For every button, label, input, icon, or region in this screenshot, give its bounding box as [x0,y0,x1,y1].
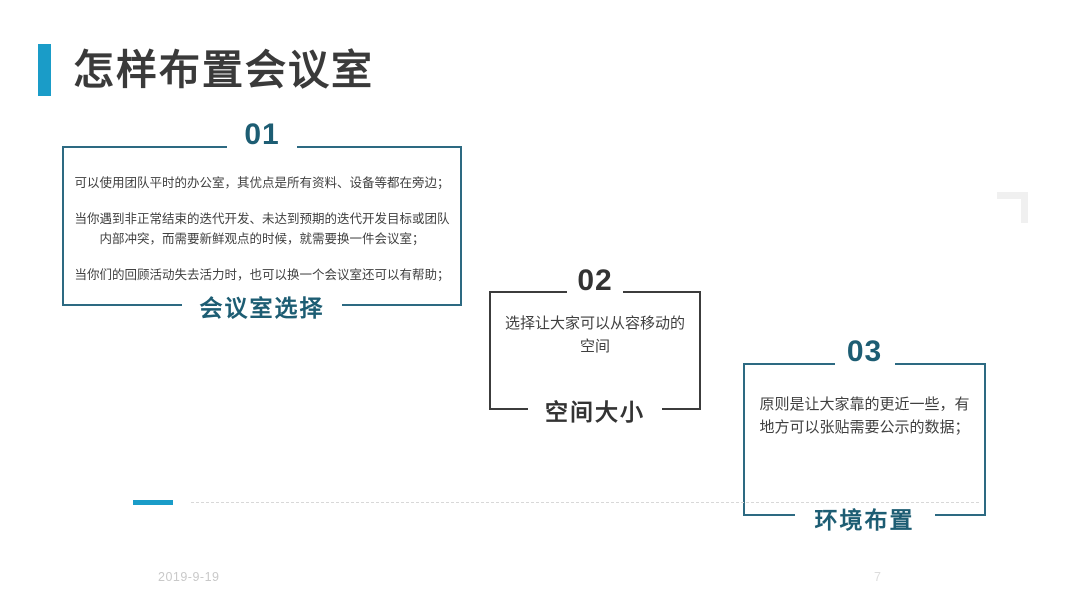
step-body-02: 选择让大家可以从容移动的空间 [501,313,689,358]
step-number-03: 03 [846,335,883,368]
step-label-notch [182,302,342,310]
step-label-notch [794,512,935,520]
step-body-line: 可以使用团队平时的办公室，其优点是所有资料、设备等都在旁边； [74,176,450,190]
baseline-connector [133,500,979,505]
step-body-01: 可以使用团队平时的办公室，其优点是所有资料、设备等都在旁边； 当你遇到非正常结束… [74,174,450,303]
step-number-02: 02 [577,264,613,297]
step-box-01[interactable]: 01 可以使用团队平时的办公室，其优点是所有资料、设备等都在旁边； 当你遇到非正… [62,120,462,320]
step-label-02: 空间大小 [545,399,645,425]
step-number-notch [567,287,623,295]
step-label-03: 环境布置 [814,507,915,533]
footer-page-number: 7 [874,570,881,584]
step-label-notch [528,406,662,414]
footer-date: 2019-9-19 [158,570,220,584]
title-accent-bar [38,44,51,96]
step-number-01: 01 [244,118,280,151]
step-box-03[interactable]: 03 原则是让大家靠的更近一些，有地方可以张贴需要公示的数据； 环境布置 [743,337,986,532]
baseline-dashed-segment [191,502,979,503]
step-body-line: 选择让大家可以从容移动的空间 [504,315,685,355]
baseline-solid-segment [133,500,173,505]
step-box-02[interactable]: 02 选择让大家可以从容移动的空间 空间大小 [489,266,701,424]
corner-decoration-icon [997,192,1028,223]
step-number-notch [227,142,297,150]
title-text: 怎样布置会议室 [73,46,374,93]
step-number-notch [834,359,895,367]
page-title: 怎样布置会议室 [38,44,374,96]
step-label-01: 会议室选择 [199,295,325,321]
step-body-line: 当你遇到非正常结束的迭代开发、未达到预期的迭代开发目标或团队内部冲突，而需要新鲜… [74,212,450,246]
step-body-line: 原则是让大家靠的更近一些，有地方可以张贴需要公示的数据； [759,396,970,437]
step-body-line: 当你们的回顾活动失去活力时，也可以换一个会议室还可以有帮助； [74,268,450,283]
step-box-frame [743,363,986,516]
step-body-03: 原则是让大家靠的更近一些，有地方可以张贴需要公示的数据； [755,393,974,440]
